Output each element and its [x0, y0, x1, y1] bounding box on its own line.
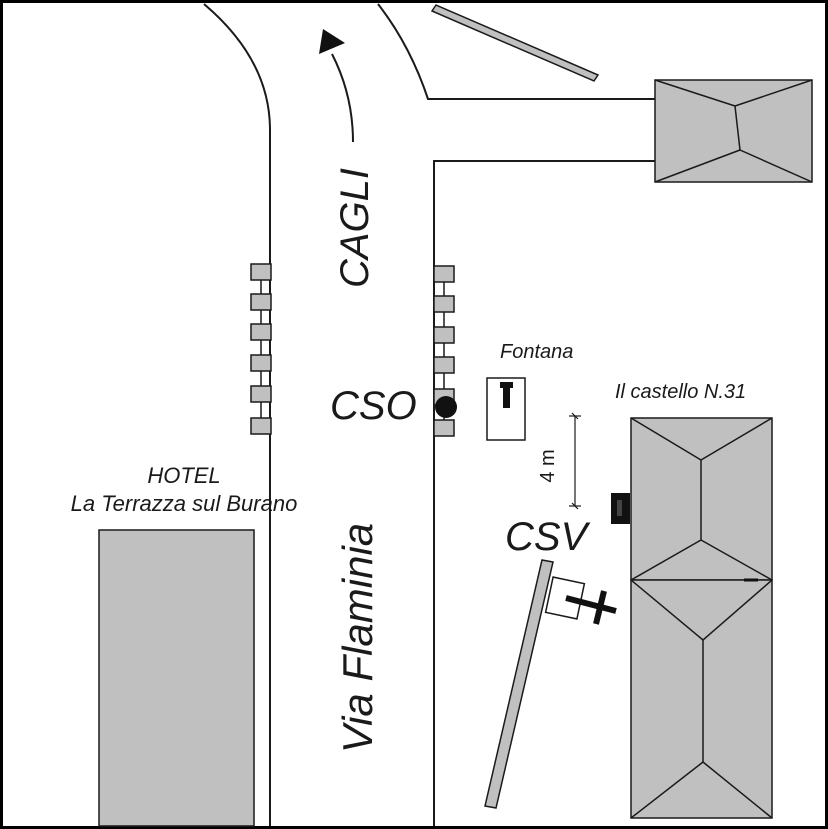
road-edge-east-upper	[377, 3, 655, 100]
hotel-label: HOTEL La Terrazza sul Burano	[44, 462, 324, 518]
slanted-wall-long	[484, 559, 554, 809]
cso-label: CSO	[330, 384, 417, 428]
arrow-up-icon	[319, 29, 345, 54]
crosswalk-right	[433, 265, 455, 437]
cross-icon	[544, 576, 617, 625]
road-edge-west	[203, 3, 271, 826]
castello-label: Il castello N.31	[615, 381, 747, 403]
slanted-wall-top	[430, 4, 600, 82]
distance-label: 4 m	[537, 449, 559, 483]
fontana-label: Fontana	[500, 341, 574, 363]
building-top-right	[654, 79, 813, 183]
fountain	[486, 377, 526, 441]
crosswalk-left	[250, 263, 272, 435]
hotel-name: La Terrazza sul Burano	[70, 491, 298, 516]
road-edge-east-lower	[433, 160, 655, 826]
hotel-title: HOTEL	[147, 463, 221, 488]
street-label: Via Flaminia	[334, 522, 381, 754]
castle-building	[630, 417, 773, 819]
direction-arrow-line	[331, 53, 354, 143]
csv-label: CSV	[505, 515, 588, 559]
road-edges	[203, 3, 655, 826]
hotel-building	[98, 529, 255, 827]
cagli-label: CAGLI	[333, 167, 377, 289]
dimension-line	[569, 412, 581, 510]
filled-circle-icon	[435, 396, 457, 418]
